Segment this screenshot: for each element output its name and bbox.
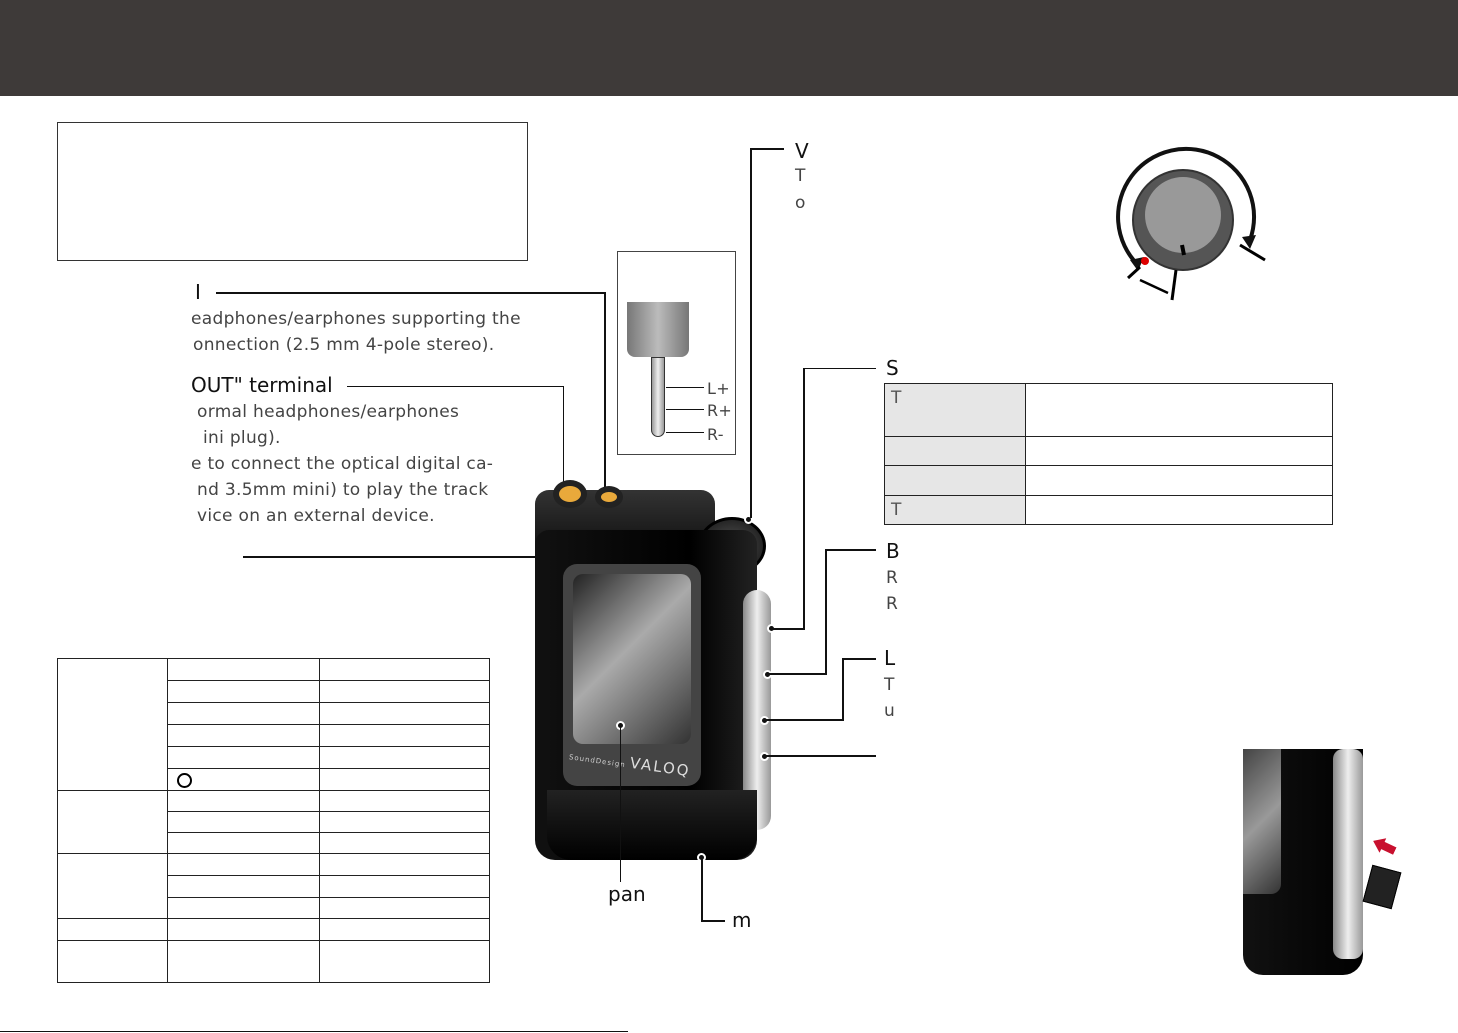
insert-arrow-icon	[1370, 834, 1399, 859]
red-indicator-icon	[1141, 257, 1149, 265]
leader-line	[563, 386, 564, 486]
table-cell	[1025, 383, 1333, 437]
knob-marker	[1180, 244, 1186, 256]
arrow-icon	[1242, 235, 1256, 249]
volume-heading: V	[795, 139, 809, 163]
bottom-label: m	[732, 908, 752, 932]
plug-inset: L+ R+ R-	[617, 251, 736, 455]
leader-line	[666, 409, 704, 410]
leader-line	[764, 719, 844, 721]
brand-logo: VALOQ	[628, 753, 692, 781]
spec-table	[57, 658, 490, 983]
leader-line	[701, 858, 703, 922]
brand-logo-group: SoundDesign VALOQ	[568, 746, 692, 781]
circle-icon	[177, 773, 192, 788]
button-l-line: u	[884, 701, 896, 721]
phone-out-line: e to connect the optical digital ca-	[191, 454, 494, 474]
leader-line	[771, 628, 805, 630]
screen-edge	[1243, 749, 1281, 894]
table-cell: T	[884, 495, 1026, 525]
tick-mark	[1170, 269, 1178, 301]
device-illustration: SoundDesign VALOQ	[535, 480, 771, 868]
balanced-out-line: eadphones/earphones supporting the	[191, 309, 521, 329]
leader-line	[750, 148, 784, 150]
leader-line	[804, 368, 876, 369]
screen-frame: SoundDesign VALOQ	[563, 564, 701, 786]
callout-dot	[744, 515, 753, 524]
card-slot-illustration	[1243, 749, 1363, 975]
leader-line	[842, 658, 844, 720]
volume-line: o	[795, 193, 806, 213]
range-arrow-icon	[1139, 278, 1169, 295]
plug-label: R-	[707, 425, 724, 444]
button-l-line: T	[884, 675, 895, 695]
leader-line	[347, 386, 564, 387]
button-b-heading: B	[886, 539, 900, 563]
phone-out-line: nd 3.5mm mini) to play the track	[197, 480, 489, 500]
leader-line	[767, 673, 827, 675]
leader-line	[843, 658, 876, 660]
balanced-out-line: onnection (2.5 mm 4-pole stereo).	[193, 335, 495, 355]
rotation-arc	[1116, 146, 1256, 267]
balanced-out-heading: I	[195, 280, 201, 304]
screen	[573, 574, 691, 744]
volume-line: T	[795, 166, 806, 186]
plug-label: R+	[707, 401, 733, 420]
plug-tip	[651, 357, 665, 437]
phone-out-line: vice on an external device.	[197, 506, 435, 526]
button-b-line: R	[886, 568, 899, 588]
knob-rotation-diagram	[1116, 146, 1266, 301]
side-panel	[1333, 749, 1363, 959]
phone-out-line: ormal headphones/earphones	[197, 402, 460, 422]
page-header	[0, 0, 1458, 96]
table-cell	[1025, 465, 1333, 496]
phone-jack	[553, 480, 587, 508]
phone-out-line: ini plug).	[203, 428, 281, 448]
balanced-jack	[595, 486, 623, 508]
leader-line	[216, 292, 606, 294]
tick-mark	[1239, 243, 1266, 262]
button-b-line: R	[886, 594, 899, 614]
leader-line	[604, 292, 606, 492]
switch-table: T T	[884, 383, 1333, 525]
table-cell	[1025, 495, 1333, 525]
switch-heading: S	[886, 356, 899, 380]
plug-body	[627, 302, 689, 357]
note-box	[57, 122, 528, 261]
brand-sub-logo: SoundDesign	[568, 753, 627, 770]
phone-out-heading: OUT" terminal	[191, 373, 333, 397]
memory-card-icon	[1362, 864, 1402, 910]
table-cell	[884, 465, 1026, 496]
leader-line	[826, 549, 876, 551]
panel-label: pan	[608, 882, 646, 906]
footer-rule	[0, 1031, 628, 1032]
leader-line	[803, 368, 805, 630]
leader-line	[750, 148, 752, 518]
tick-mark	[1126, 265, 1142, 280]
arrow-icon	[1130, 257, 1144, 271]
device-bottom	[547, 790, 757, 860]
knob-inner	[1145, 177, 1221, 253]
plug-label: L+	[707, 379, 730, 398]
leader-line	[764, 755, 876, 757]
table-cell	[1025, 436, 1333, 466]
leader-line	[666, 387, 704, 388]
leader-line	[666, 432, 704, 433]
leader-line	[620, 726, 621, 882]
leader-line	[825, 549, 827, 675]
button-l-heading: L	[884, 646, 896, 670]
leader-line	[701, 920, 725, 922]
table-cell	[884, 436, 1026, 466]
table-cell: T	[884, 383, 1026, 437]
leader-line	[243, 556, 684, 558]
